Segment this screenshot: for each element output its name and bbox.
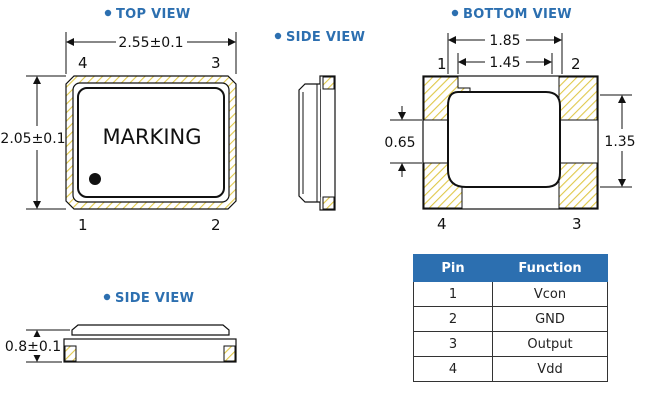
bottom-inner-width-dim: 1.45 xyxy=(489,55,520,71)
side-bottom-pad-right xyxy=(223,345,236,362)
side-bottom-height-dim: 0.8±0.1 xyxy=(5,339,61,355)
pin-cell: 2 xyxy=(413,306,493,332)
side-right-pad-top xyxy=(322,76,335,90)
pin1-indicator-dot xyxy=(89,173,101,185)
pin-cell: 1 xyxy=(413,281,493,307)
bullet-icon xyxy=(104,9,112,17)
top-view-heading: TOP VIEW xyxy=(116,7,191,22)
marking-label: MARKING xyxy=(102,125,201,149)
bullet-icon xyxy=(451,9,459,17)
table-row: 3 Output xyxy=(413,331,608,357)
bullet-icon xyxy=(103,293,111,301)
pin-cell: 3 xyxy=(413,331,493,357)
table-header-row: Pin Function xyxy=(413,254,608,282)
side-bottom-pad-left xyxy=(64,345,77,362)
header-function: Function xyxy=(492,254,608,282)
bottom-pad-3 xyxy=(558,162,598,209)
bottom-left-pad-dim: 0.65 xyxy=(384,135,415,151)
side-view-right: SIDE VIEW xyxy=(274,30,365,211)
side-right-base xyxy=(319,75,336,211)
pin-cell: 4 xyxy=(413,356,493,382)
side-bottom-base xyxy=(63,338,237,363)
top-width-dim: 2.55±0.1 xyxy=(118,35,183,51)
table-row: 4 Vdd xyxy=(413,356,608,382)
side-view-bottom: SIDE VIEW 0.8±0.1 xyxy=(3,291,237,363)
top-pin-1: 1 xyxy=(78,216,88,234)
side-view-right-heading: SIDE VIEW xyxy=(286,30,365,45)
table-row: 2 GND xyxy=(413,306,608,332)
top-lid xyxy=(77,87,225,198)
bottom-right-height-dim: 1.35 xyxy=(604,134,635,150)
bottom-view: BOTTOM VIEW 1.85 1.45 1 2 1.35 xyxy=(384,7,635,233)
pin-function-table: Pin Function 1 Vcon 2 GND 3 Output 4 Vdd xyxy=(413,254,608,382)
side-right-pad-bottom xyxy=(322,196,335,210)
function-cell: Vcon xyxy=(492,281,608,307)
function-cell: Output xyxy=(492,331,608,357)
bottom-pin-3: 3 xyxy=(572,215,582,233)
bottom-view-heading: BOTTOM VIEW xyxy=(463,7,572,22)
top-pin-4: 4 xyxy=(78,54,88,72)
bottom-pad-2 xyxy=(558,76,598,121)
bottom-pin-2: 2 xyxy=(571,55,581,73)
top-height-dim: 2.05±0.1 xyxy=(0,131,65,147)
bottom-outer-width-dim: 1.85 xyxy=(489,33,520,49)
function-cell: Vdd xyxy=(492,356,608,382)
function-cell: GND xyxy=(492,306,608,332)
side-bottom-lid xyxy=(71,324,230,336)
bottom-pin-1: 1 xyxy=(437,55,447,73)
bottom-center-pad xyxy=(447,91,561,188)
bottom-pin-4: 4 xyxy=(437,215,447,233)
side-right-lid xyxy=(298,83,320,203)
top-pin-2: 2 xyxy=(211,216,221,234)
top-view: TOP VIEW 2.55±0.1 2.05±0.1 MARKING 4 3 1… xyxy=(0,7,237,234)
top-pin-3: 3 xyxy=(211,54,221,72)
side-view-bottom-heading: SIDE VIEW xyxy=(115,291,194,306)
header-pin: Pin xyxy=(413,254,493,282)
table-row: 1 Vcon xyxy=(413,281,608,307)
bullet-icon xyxy=(274,32,282,40)
